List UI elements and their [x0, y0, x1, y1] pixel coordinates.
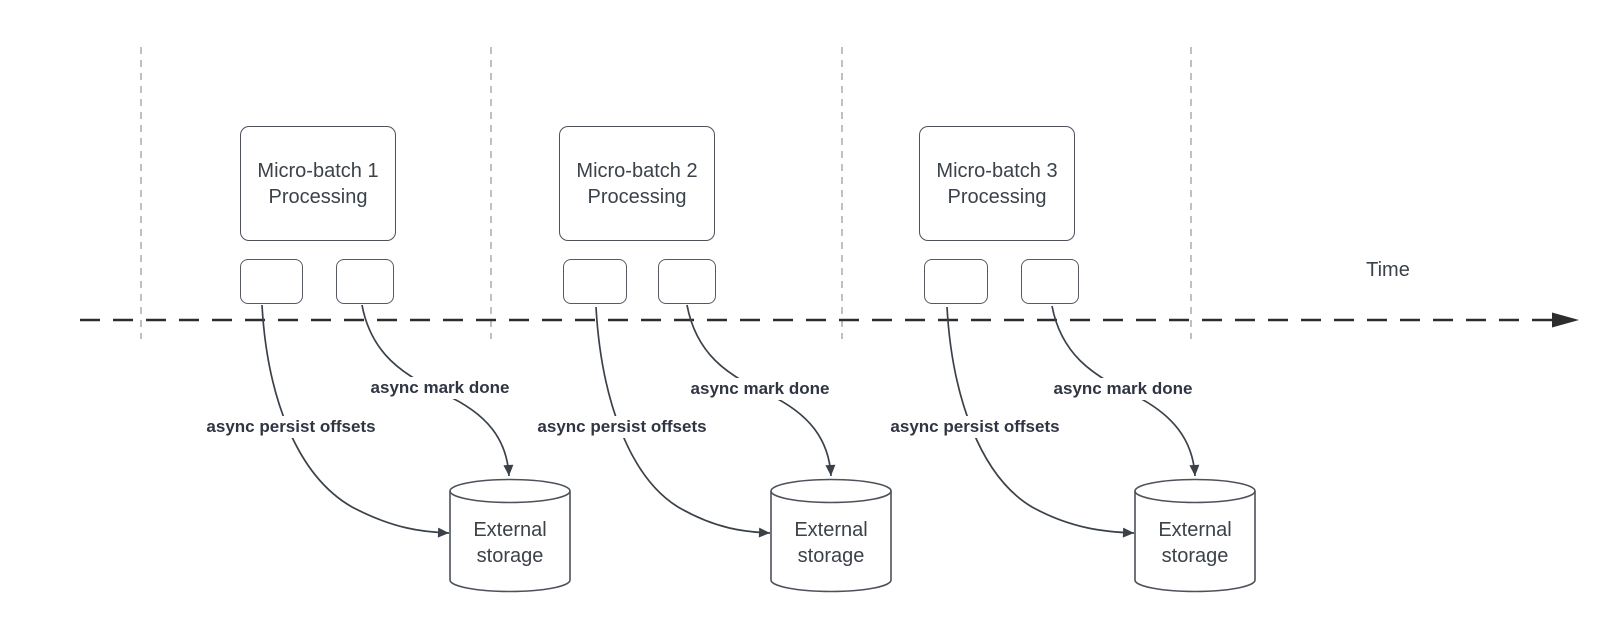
persist-offsets-label-2: async persist offsets	[533, 416, 711, 438]
storage-label-2: External storage	[771, 517, 891, 569]
mark-done-label-1: async mark done	[366, 377, 514, 399]
microbatch-box-1-line1: Micro-batch 1	[257, 159, 379, 182]
microbatch-box-3-line1: Micro-batch 3	[936, 159, 1058, 182]
mark-done-label-3: async mark done	[1049, 378, 1197, 400]
storage-label-1-line1: External	[473, 519, 547, 541]
storage-cylinder-1	[449, 478, 571, 593]
storage-label-2-line1: External	[794, 519, 868, 541]
offset-box-2a	[563, 259, 627, 304]
offset-box-1b	[336, 259, 394, 304]
persist-offsets-label-3: async persist offsets	[886, 416, 1064, 438]
microbatch-box-3-line2: Processing	[947, 185, 1047, 208]
storage-label-1-line2: storage	[476, 545, 544, 567]
microbatch-box-2: Micro-batch 2 Processing	[559, 126, 715, 241]
storage-label-3: External storage	[1135, 517, 1255, 569]
offset-box-1a	[240, 259, 303, 304]
persist-offsets-label-1: async persist offsets	[202, 416, 380, 438]
storage-cylinder-3	[1134, 478, 1256, 593]
microbatch-box-1-line2: Processing	[268, 185, 368, 208]
persist-offsets-arrow-3	[946, 306, 1135, 538]
microbatch-box-3: Micro-batch 3 Processing	[919, 126, 1075, 241]
persist-offsets-arrow-2	[595, 306, 771, 538]
offset-box-3b	[1021, 259, 1079, 304]
storage-label-2-line2: storage	[797, 545, 865, 567]
storage-cylinder-2	[770, 478, 892, 593]
time-axis-arrowhead-icon	[1552, 312, 1579, 328]
microbatch-box-1: Micro-batch 1 Processing	[240, 126, 396, 241]
time-axis-label: Time	[1366, 259, 1410, 281]
offset-box-2b	[658, 259, 716, 304]
microbatch-box-2-line2: Processing	[587, 185, 687, 208]
persist-offsets-arrow-1	[261, 304, 450, 538]
storage-label-3-line2: storage	[1161, 545, 1229, 567]
microbatch-box-2-line1: Micro-batch 2	[576, 159, 698, 182]
storage-label-3-line1: External	[1158, 519, 1232, 541]
storage-label-1: External storage	[450, 517, 570, 569]
offset-box-3a	[924, 259, 988, 304]
mark-done-label-2: async mark done	[686, 378, 834, 400]
